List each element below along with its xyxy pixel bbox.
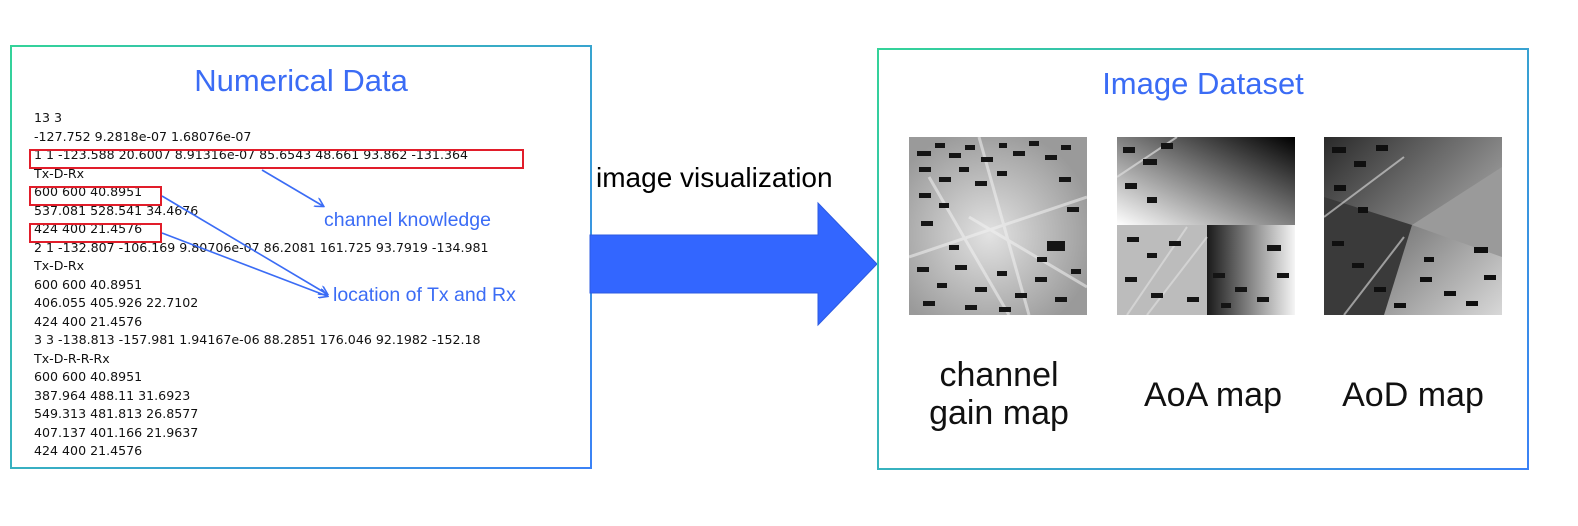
highlight-box-tx-location [29,186,162,206]
numerical-data-title: Numerical Data [194,63,408,98]
highlight-box-rx-location [29,223,162,243]
data-line: Tx-D-Rx [34,258,85,273]
data-line: -127.752 9.2818e-07 1.68076e-07 [34,128,252,144]
data-line: 600 600 40.8951 [34,369,143,384]
aod-map-image [1323,137,1502,316]
data-line: 3 3 -138.813 -157.981 1.94167e-06 88.285… [34,332,481,347]
data-line: 407.137 401.166 21.9637 [34,424,199,440]
data-line: 2 1 -132.807 -106.169 9.80706e-07 86.208… [34,239,489,255]
rx-location-arrow [161,232,327,296]
aod-map-caption: AoD map [1313,376,1513,414]
channel-gain-map-image [908,136,1088,316]
data-line: 549.313 481.813 26.8577 [34,406,199,421]
visualization-arrow [589,201,878,327]
tx-location-arrow [161,195,327,294]
data-line: Tx-D-Rx [34,165,85,181]
caption-line: AoA map [1144,376,1282,414]
location-label: location of Tx and Rx [333,284,516,306]
channel-gain-map-caption: channel gain map [899,356,1099,432]
channel-knowledge-arrow [261,169,323,206]
caption-line: gain map [929,394,1069,432]
data-line: 600 600 40.8951 [34,276,143,292]
numerical-data-panel: Numerical Data 13 3 -127.752 9.2818e-07 … [10,45,592,469]
data-line: 537.081 528.541 34.4676 [34,202,199,218]
data-line: 406.055 405.926 22.7102 [34,295,199,310]
caption-line: channel [939,356,1059,394]
image-dataset-title: Image Dataset [1102,66,1304,101]
channel-knowledge-label: channel knowledge [324,209,491,231]
caption-line: AoD map [1342,376,1484,414]
aoa-map-caption: AoA map [1113,376,1313,414]
image-visualization-label: image visualization [596,162,833,193]
data-line: 387.964 488.11 31.6923 [34,387,191,403]
highlight-box-channel-line [29,149,524,169]
data-line: 424 400 21.4576 [34,313,143,329]
data-line: 424 400 21.4576 [34,443,143,458]
data-line: 13 3 [34,110,63,125]
data-line: Tx-D-R-R-Rx [34,350,110,366]
aoa-map-image [1116,136,1295,316]
